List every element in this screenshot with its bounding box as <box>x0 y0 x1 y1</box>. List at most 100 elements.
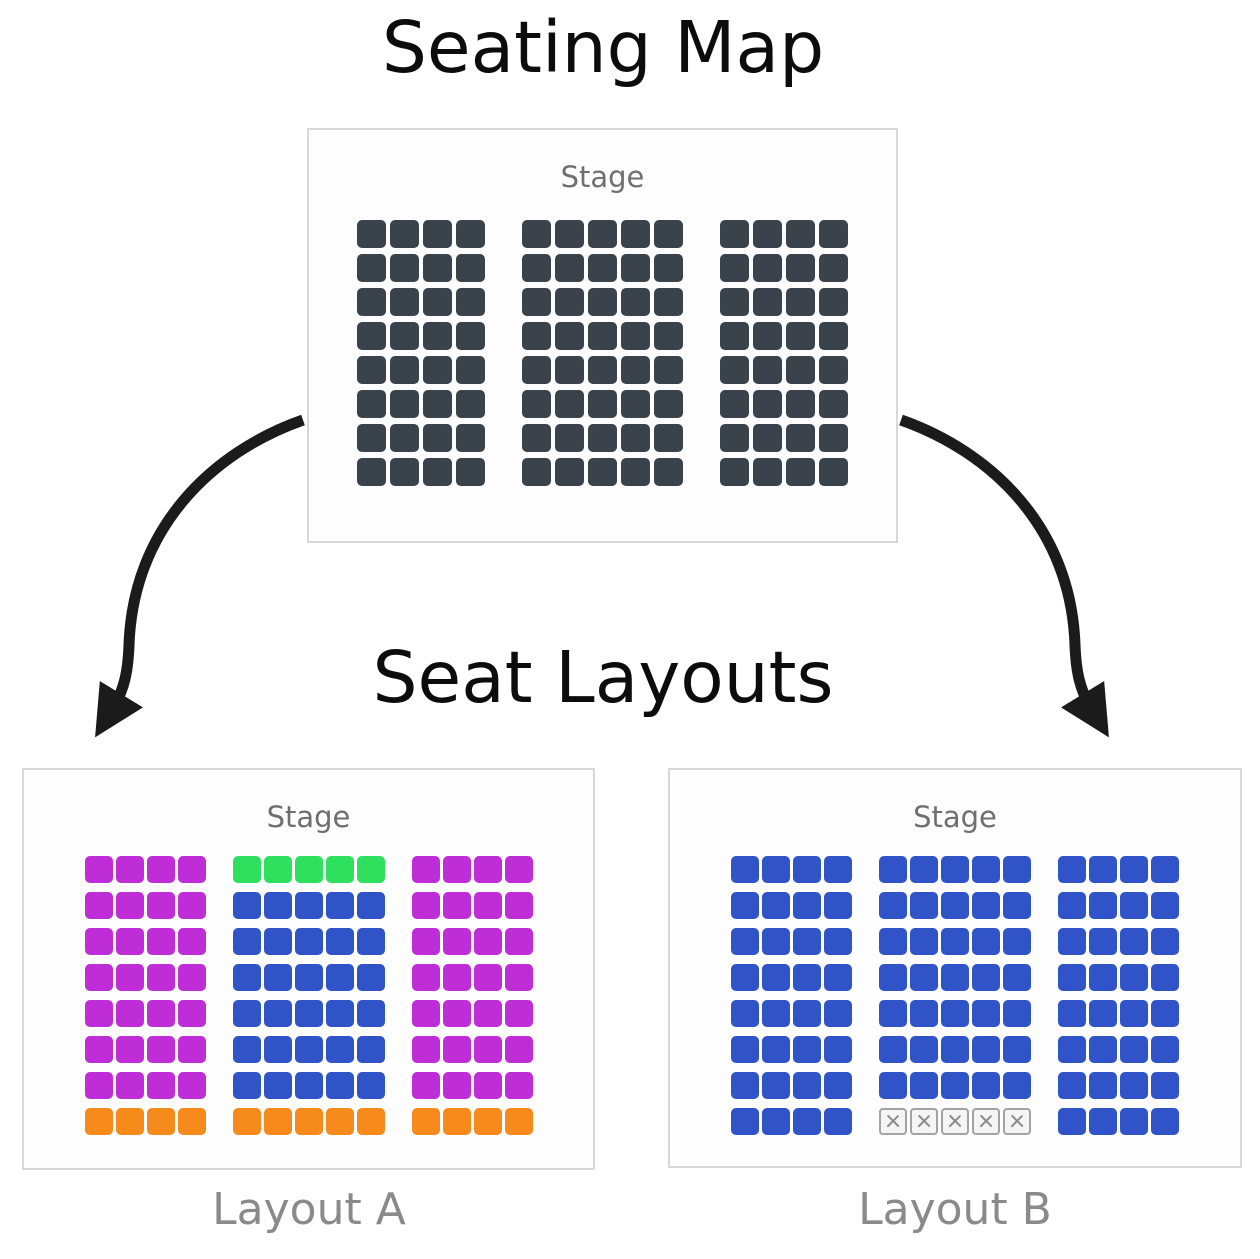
seat-blue[interactable] <box>731 1107 759 1135</box>
seat-blue[interactable] <box>263 927 292 955</box>
seat-blue[interactable] <box>1089 999 1117 1027</box>
seat-dark[interactable] <box>522 219 551 248</box>
seat-green[interactable] <box>356 855 385 883</box>
seat-magenta[interactable] <box>473 1035 502 1063</box>
seat-blue[interactable] <box>879 855 907 883</box>
seat-dark[interactable] <box>522 321 551 350</box>
seat-blue[interactable] <box>232 963 261 991</box>
seat-dark[interactable] <box>786 389 815 418</box>
seat-blue[interactable] <box>824 963 852 991</box>
seat-magenta[interactable] <box>177 999 206 1027</box>
seat-dark[interactable] <box>720 423 749 452</box>
seat-orange[interactable] <box>115 1107 144 1135</box>
seat-dark[interactable] <box>621 321 650 350</box>
seat-blue[interactable] <box>1151 855 1179 883</box>
seat-dark[interactable] <box>357 457 386 486</box>
seat-blue[interactable] <box>1089 963 1117 991</box>
seat-magenta[interactable] <box>146 963 175 991</box>
seat-dark[interactable] <box>819 389 848 418</box>
seat-green[interactable] <box>325 855 354 883</box>
seat-blue[interactable] <box>1058 963 1086 991</box>
seat-dark[interactable] <box>720 219 749 248</box>
seat-dark[interactable] <box>588 355 617 384</box>
seat-blue[interactable] <box>762 999 790 1027</box>
seat-dark[interactable] <box>753 423 782 452</box>
seat-blue[interactable] <box>1120 963 1148 991</box>
seat-blue[interactable] <box>972 963 1000 991</box>
seat-magenta[interactable] <box>442 927 471 955</box>
seat-blue[interactable] <box>263 963 292 991</box>
seat-dark[interactable] <box>423 389 452 418</box>
seat-blue[interactable] <box>1058 855 1086 883</box>
seat-dark[interactable] <box>786 287 815 316</box>
seat-orange[interactable] <box>473 1107 502 1135</box>
seat-blue[interactable] <box>294 1071 323 1099</box>
seat-blue[interactable] <box>879 1071 907 1099</box>
seat-dark[interactable] <box>390 423 419 452</box>
seat-dark[interactable] <box>390 321 419 350</box>
seat-blue[interactable] <box>1089 855 1117 883</box>
seat-blue[interactable] <box>1120 927 1148 955</box>
seat-blue[interactable] <box>1151 1071 1179 1099</box>
seat-magenta[interactable] <box>115 1071 144 1099</box>
seat-orange[interactable] <box>263 1107 292 1135</box>
seat-blue[interactable] <box>762 855 790 883</box>
seat-blue[interactable] <box>941 1035 969 1063</box>
seat-dark[interactable] <box>390 457 419 486</box>
seat-dark[interactable] <box>423 253 452 282</box>
seat-dark[interactable] <box>555 321 584 350</box>
seat-blue[interactable] <box>1089 927 1117 955</box>
seat-blue[interactable] <box>762 1107 790 1135</box>
seat-blue[interactable] <box>1003 855 1031 883</box>
seat-blue[interactable] <box>263 999 292 1027</box>
seat-magenta[interactable] <box>146 1035 175 1063</box>
seat-blue[interactable] <box>793 855 821 883</box>
seat-blue[interactable] <box>232 1071 261 1099</box>
seat-dark[interactable] <box>819 287 848 316</box>
seat-dark[interactable] <box>753 389 782 418</box>
seat-blue[interactable] <box>879 999 907 1027</box>
seat-dark[interactable] <box>456 355 485 384</box>
seat-dark[interactable] <box>588 287 617 316</box>
seat-dark[interactable] <box>555 355 584 384</box>
seat-blue[interactable] <box>910 1071 938 1099</box>
seat-blue[interactable] <box>232 999 261 1027</box>
seat-dark[interactable] <box>357 423 386 452</box>
seat-blue[interactable] <box>356 1035 385 1063</box>
seat-magenta[interactable] <box>115 1035 144 1063</box>
seat-dark[interactable] <box>786 321 815 350</box>
seat-blue[interactable] <box>356 1071 385 1099</box>
seat-dark[interactable] <box>720 287 749 316</box>
seat-dark[interactable] <box>786 219 815 248</box>
seat-blue[interactable] <box>762 963 790 991</box>
seat-dark[interactable] <box>720 355 749 384</box>
seat-blue[interactable] <box>762 1035 790 1063</box>
seat-blue[interactable] <box>1003 891 1031 919</box>
seat-magenta[interactable] <box>504 855 533 883</box>
seat-dark[interactable] <box>621 219 650 248</box>
seat-dark[interactable] <box>621 355 650 384</box>
seat-dark[interactable] <box>357 219 386 248</box>
seat-blue[interactable] <box>731 1071 759 1099</box>
seat-blue[interactable] <box>824 855 852 883</box>
seat-blue[interactable] <box>793 999 821 1027</box>
seat-blue[interactable] <box>941 963 969 991</box>
seat-blue[interactable] <box>263 1071 292 1099</box>
seat-magenta[interactable] <box>146 927 175 955</box>
seat-dark[interactable] <box>423 321 452 350</box>
seat-blue[interactable] <box>1058 1035 1086 1063</box>
seat-dark[interactable] <box>720 253 749 282</box>
seat-dark[interactable] <box>753 355 782 384</box>
seat-blue[interactable] <box>910 999 938 1027</box>
seat-dark[interactable] <box>456 457 485 486</box>
seat-magenta[interactable] <box>411 963 440 991</box>
seat-dark[interactable] <box>522 457 551 486</box>
seat-magenta[interactable] <box>177 927 206 955</box>
seat-magenta[interactable] <box>473 1071 502 1099</box>
seat-blue[interactable] <box>356 927 385 955</box>
seat-blue[interactable] <box>762 891 790 919</box>
seat-blue[interactable] <box>731 855 759 883</box>
seat-orange[interactable] <box>232 1107 261 1135</box>
seat-blue[interactable] <box>941 855 969 883</box>
seat-blue[interactable] <box>824 999 852 1027</box>
